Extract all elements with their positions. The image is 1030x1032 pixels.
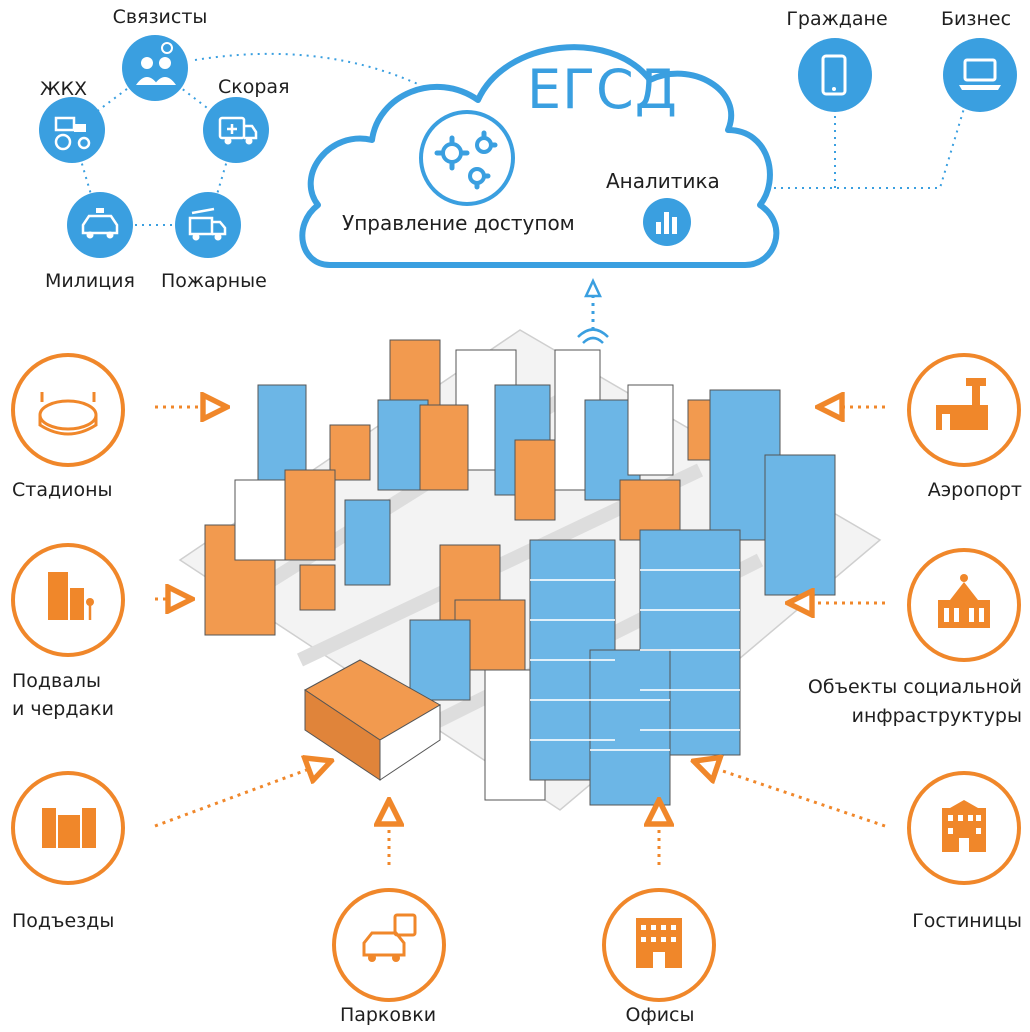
biznes-label: Бизнес — [940, 8, 1012, 30]
laptop-icon — [943, 38, 1017, 112]
police-car-icon — [67, 192, 133, 258]
gears-icon — [419, 110, 515, 206]
pozharnye-label: Пожарные — [161, 270, 267, 292]
aeroport-label: Аэропорт — [927, 479, 1022, 501]
podvaly-label-line2: и чердаки — [12, 698, 114, 720]
bar-chart-icon — [643, 198, 691, 246]
gostinitsy-label: Гостиницы — [912, 910, 1022, 932]
apartment-icon — [11, 771, 125, 885]
skoraya-label: Скорая — [218, 76, 290, 98]
building-icon — [11, 543, 125, 657]
ofisy-label: Офисы — [625, 1004, 695, 1026]
social-label-line2: инфраструктуры — [851, 705, 1022, 727]
analytics-label: Аналитика — [606, 169, 720, 193]
podezdy-label: Подъезды — [12, 910, 115, 932]
fire-truck-icon — [175, 192, 241, 258]
people-icon — [122, 35, 188, 101]
hotel-icon — [907, 771, 1021, 885]
parking-car-icon — [332, 888, 446, 1002]
city-to-cloud-arrow — [577, 278, 609, 344]
zhkh-label: ЖКХ — [40, 78, 87, 100]
city-illustration — [178, 329, 882, 811]
grazhdane-label: Граждане — [786, 8, 888, 30]
cloud-title: ЕГСД — [527, 58, 678, 121]
object-links — [154, 407, 886, 865]
office-icon — [602, 888, 716, 1002]
public-building-icon — [907, 548, 1021, 662]
social-label-line1: Объекты социальной — [807, 676, 1022, 698]
tractor-icon — [39, 97, 105, 163]
airport-icon — [907, 353, 1021, 467]
access-control-label: Управление доступом — [342, 211, 575, 235]
smartphone-icon — [798, 38, 872, 112]
militsiya-label: Милиция — [45, 270, 135, 292]
ambulance-icon — [203, 97, 269, 163]
parkovki-label: Парковки — [339, 1004, 437, 1026]
svyazisty-label: Связисты — [112, 6, 208, 28]
consumer-links — [760, 104, 966, 189]
podvaly-label-line1: Подвалы — [12, 670, 102, 692]
stadium-icon — [11, 353, 125, 467]
stadiony-label: Стадионы — [12, 479, 113, 501]
